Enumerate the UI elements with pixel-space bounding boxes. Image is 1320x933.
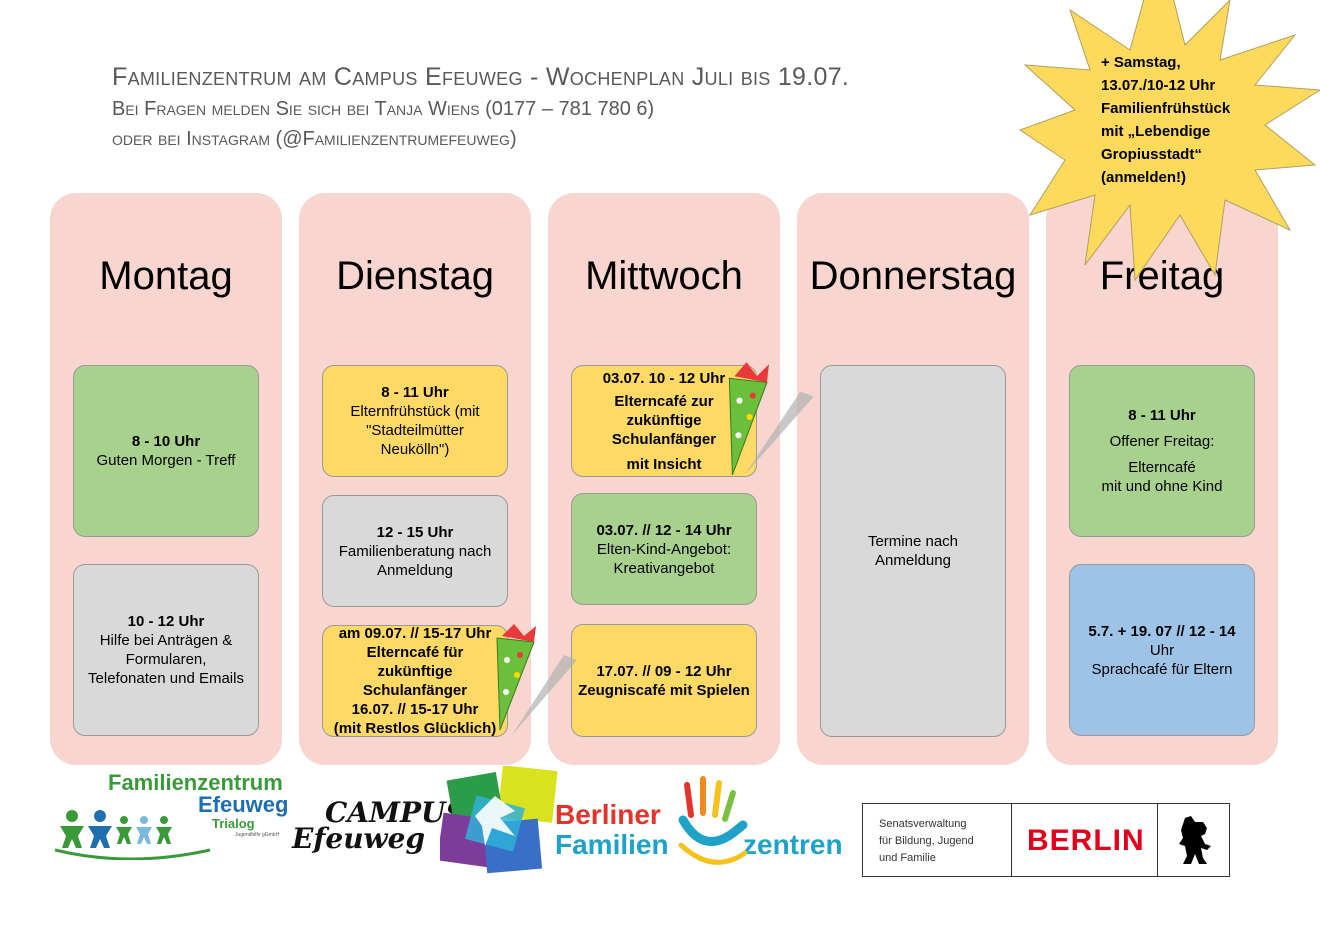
logo-text: Familienzentrum xyxy=(108,770,283,795)
senatsverwaltung-logo: Senatsverwaltung für Bildung, Jugend und… xyxy=(862,803,1230,877)
event-text: Guten Morgen - Treff xyxy=(96,452,236,469)
event-card: 12 - 15 Uhr Familienberatung nach Anmeld… xyxy=(322,495,508,607)
column-donnerstag: Donnerstag Termine nach Anmeldung xyxy=(797,193,1029,765)
event-text: Elterncafé für xyxy=(366,644,464,661)
event-card: Termine nach Anmeldung xyxy=(820,365,1006,737)
announcement-line: (anmelden!) xyxy=(1101,169,1187,186)
logo-text: Efeuweg xyxy=(292,822,426,855)
contact-phone: Bei Fragen melden Sie sich bei Tanja Wie… xyxy=(112,98,655,120)
event-card: 17.07. // 09 - 12 Uhr Zeugniscafé mit Sp… xyxy=(571,624,757,737)
starburst-icon xyxy=(1018,0,1320,282)
saturday-announcement: + Samstag, 13.07./10-12 Uhr Familienfrüh… xyxy=(1101,51,1251,189)
event-card: 03.07. // 12 - 14 Uhr Elten-Kind-Angebot… xyxy=(571,493,757,605)
column-freitag: Freitag 8 - 11 Uhr Offener Freitag: Elte… xyxy=(1046,193,1278,765)
event-text: 16.07. // 15-17 Uhr xyxy=(351,701,479,718)
event-text: Anmeldung xyxy=(377,561,453,579)
announcement-line: 13.07./10-12 Uhr xyxy=(1101,77,1216,94)
event-time: 03.07. 10 - 12 Uhr xyxy=(602,369,726,387)
event-text: Hilfe bei Anträgen & xyxy=(99,632,233,649)
event-text: zukünftige xyxy=(626,411,702,429)
logo-text: Familien xyxy=(555,829,669,860)
divider xyxy=(1157,804,1158,876)
hands-icon xyxy=(678,776,748,865)
event-text: Schulanfänger xyxy=(611,430,717,448)
divider xyxy=(1011,804,1012,876)
logo-text: für Bildung, Jugend xyxy=(879,835,974,847)
event-text: Familienberatung nach xyxy=(338,542,492,560)
event-text: Schulanfänger xyxy=(362,682,468,699)
logo-text: und Familie xyxy=(879,852,936,864)
logo-text: Berliner xyxy=(555,799,661,830)
day-title-dienstag: Dienstag xyxy=(336,254,494,298)
people-chain-icon xyxy=(54,810,211,860)
familienzentrum-logo: Familienzentrum Efeuweg Trialog Jugendhi… xyxy=(50,770,300,870)
event-card: 10 - 12 Uhr Hilfe bei Anträgen & Formula… xyxy=(73,564,259,736)
event-card: 8 - 11 Uhr Elternfrühstück (mit "Stadtei… xyxy=(322,365,508,477)
event-text: am 09.07. // 15-17 Uhr xyxy=(338,625,492,642)
event-text: Elternfrühstück (mit xyxy=(350,403,480,420)
school-cone-icon xyxy=(496,624,577,735)
school-cone-icon xyxy=(728,362,814,476)
day-title-freitag: Freitag xyxy=(1099,254,1225,298)
day-title-donnerstag: Donnerstag xyxy=(809,254,1017,298)
logo-text: Senatsverwaltung xyxy=(879,818,967,830)
event-time: 8 - 11 Uhr xyxy=(381,384,449,401)
announcement-line: + Samstag, xyxy=(1101,54,1181,71)
event-time: 10 - 12 Uhr xyxy=(127,613,205,630)
event-time: 03.07. // 12 - 14 Uhr xyxy=(596,521,732,539)
event-text: "Stadteilmütter xyxy=(366,422,464,439)
event-text: (mit Restlos Glücklich) xyxy=(333,720,497,737)
logo-text: zentren xyxy=(743,829,843,860)
event-time: 8 - 10 Uhr xyxy=(131,433,201,450)
event-text: zukünftige xyxy=(377,663,453,680)
logo-text: Jugendhilfe gGmbH xyxy=(235,832,280,838)
event-text: mit Insicht xyxy=(626,455,702,473)
event-text: Kreativangebot xyxy=(613,559,715,577)
event-time: 12 - 15 Uhr xyxy=(376,523,454,541)
event-time: Uhr xyxy=(1149,641,1175,659)
campus-efeuweg-logo: CAMPUS Efeuweg xyxy=(290,766,560,876)
event-time: 5.7. + 19. 07 // 12 - 14 xyxy=(1088,622,1236,640)
contact-instagram: oder bei Instagram (@Familienzentrumefeu… xyxy=(112,128,517,150)
day-title-montag: Montag xyxy=(99,254,233,298)
event-text: Termine nach xyxy=(867,533,959,550)
event-text: Telefonaten und Emails xyxy=(88,670,244,687)
event-card: 5.7. + 19. 07 // 12 - 14 Uhr Sprachcafé … xyxy=(1069,564,1255,736)
event-text: Elterncafé zur xyxy=(614,392,714,410)
event-card: 8 - 10 Uhr Guten Morgen - Treff xyxy=(73,365,259,537)
column-dienstag: Dienstag 8 - 11 Uhr Elternfrühstück (mit… xyxy=(299,193,531,765)
announcement-line: Familienfrühstück xyxy=(1101,100,1231,117)
announcement-line: Gropiusstadt“ xyxy=(1101,146,1202,163)
campus-squares-icon xyxy=(440,766,558,874)
announcement-line: mit „Lebendige xyxy=(1101,123,1211,140)
event-card: 03.07. 10 - 12 Uhr Elterncafé zur zukünf… xyxy=(571,365,757,477)
event-text: Zeugniscafé mit Spielen xyxy=(578,681,750,699)
berlin-bear-icon xyxy=(1179,816,1211,864)
event-text: mit und ohne Kind xyxy=(1101,478,1223,495)
event-time: 8 - 11 Uhr xyxy=(1128,407,1196,424)
column-mittwoch: Mittwoch 03.07. 10 - 12 Uhr Elterncafé z… xyxy=(548,193,780,765)
page-header: Familienzentrum am Campus Efeuweg - Woch… xyxy=(112,60,849,154)
event-card: 8 - 11 Uhr Offener Freitag: Elterncafé m… xyxy=(1069,365,1255,537)
event-time: 17.07. // 09 - 12 Uhr xyxy=(596,662,732,680)
event-card: am 09.07. // 15-17 Uhr Elterncafé für zu… xyxy=(322,625,508,737)
event-text: Elterncafé xyxy=(1128,459,1196,476)
logo-text: Efeuweg xyxy=(198,792,289,817)
column-montag: Montag 8 - 10 Uhr Guten Morgen - Treff 1… xyxy=(50,193,282,765)
event-text: Anmeldung xyxy=(875,552,951,569)
berliner-familienzentren-logo: Berliner Familien zentren xyxy=(555,775,855,885)
berlin-wordmark: BERLIN xyxy=(1027,824,1145,857)
event-text: Elten-Kind-Angebot: xyxy=(596,540,732,558)
event-text: Neukölln") xyxy=(380,441,450,458)
event-text: Formularen, xyxy=(125,651,207,668)
event-text: Offener Freitag: xyxy=(1109,433,1215,450)
day-title-mittwoch: Mittwoch xyxy=(585,254,743,298)
page-title: Familienzentrum am Campus Efeuweg - Woch… xyxy=(112,63,850,91)
event-text: Sprachcafé für Eltern xyxy=(1091,660,1233,678)
logo-text: Trialog xyxy=(212,816,255,831)
senat-text: Senatsverwaltung für Bildung, Jugend und… xyxy=(879,816,974,867)
